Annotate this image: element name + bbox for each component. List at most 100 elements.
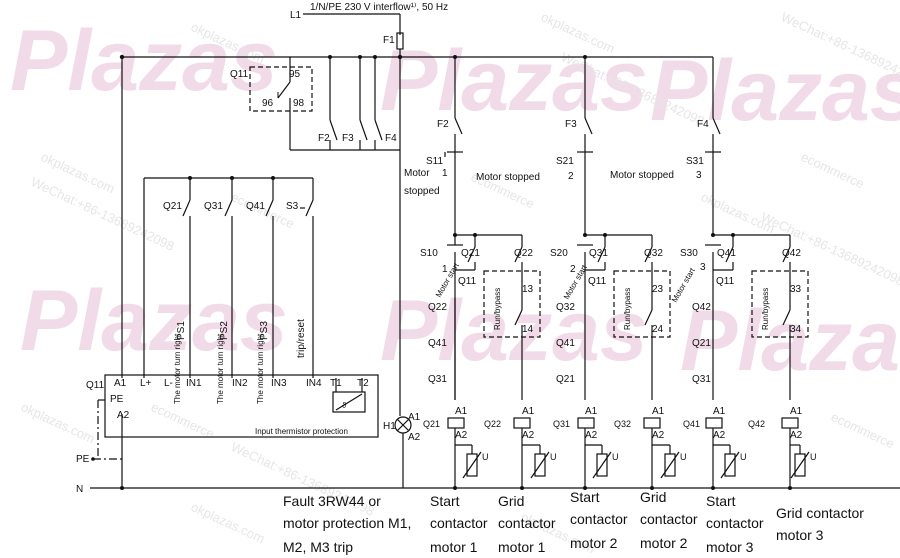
svg-text:Q42: Q42 <box>748 419 765 429</box>
svg-text:motor 3: motor 3 <box>776 527 824 543</box>
watermark-url: okplazas.com <box>189 499 267 546</box>
trip-reset-label: trip/reset <box>296 319 307 358</box>
svg-text:F2: F2 <box>437 119 449 130</box>
watermark-brand: Plazas <box>380 283 648 379</box>
svg-text:Q22: Q22 <box>484 419 501 429</box>
caption-start2: Start <box>570 489 600 505</box>
svg-text:3: 3 <box>696 170 702 181</box>
svg-text:Motor stopped: Motor stopped <box>610 170 674 181</box>
watermark-brand: Plazas <box>380 33 648 129</box>
coil-q41 <box>705 417 723 429</box>
branch-feeds: F2 S11 1 Motor stopped F3 S21 2 Motor st… <box>404 55 721 235</box>
svg-text:contactor: contactor <box>430 515 488 531</box>
svg-text:2: 2 <box>568 171 574 182</box>
svg-text:motor protection M1,: motor protection M1, <box>283 515 411 531</box>
h1-label: H1 <box>383 421 396 432</box>
svg-text:A1: A1 <box>652 406 665 417</box>
watermark-commerce: ecommerce <box>829 409 897 451</box>
svg-text:S10: S10 <box>420 248 438 259</box>
svg-text:A2: A2 <box>652 430 665 441</box>
term-a1: A1 <box>114 378 127 389</box>
svg-text:Run/bypass: Run/bypass <box>761 288 770 330</box>
svg-text:Q31: Q31 <box>553 419 570 429</box>
relay-q11-label: Q11 <box>86 380 105 391</box>
l1-label: L1 <box>290 10 302 21</box>
svg-text:3: 3 <box>700 262 706 273</box>
watermark-brand: Plazas <box>20 273 288 369</box>
svg-text:motor 1: motor 1 <box>430 539 478 555</box>
svg-text:contactor: contactor <box>640 511 698 527</box>
watermark-commerce: ecommerce <box>799 149 867 191</box>
svg-text:Q21: Q21 <box>423 419 440 429</box>
svg-text:A1: A1 <box>585 406 598 417</box>
caption-grid1: Grid <box>498 493 524 509</box>
svg-text:S21: S21 <box>556 156 574 167</box>
svg-text:13: 13 <box>522 284 534 295</box>
svg-text:A1: A1 <box>790 406 803 417</box>
svg-text:S20: S20 <box>550 248 568 259</box>
pe-label: PE <box>76 454 90 465</box>
contact-98: 98 <box>293 98 305 109</box>
svg-text:Q31: Q31 <box>692 374 711 385</box>
svg-text:motor 3: motor 3 <box>706 539 754 555</box>
h1-a2: A2 <box>408 432 421 443</box>
q11-contact-label: Q11 <box>230 69 249 80</box>
watermark-wechat: WeChat:+86-13689242098 <box>759 209 900 289</box>
svg-text:F4: F4 <box>385 133 397 144</box>
coil-q42 <box>781 417 799 429</box>
svg-text:Run/bypass: Run/bypass <box>493 288 502 330</box>
n-label: N <box>76 484 83 495</box>
caption-grid3: Grid contactor <box>776 505 864 521</box>
svg-text:14: 14 <box>522 324 534 335</box>
svg-text:A1: A1 <box>455 406 468 417</box>
svg-text:F3: F3 <box>565 119 577 130</box>
svg-text:Q41: Q41 <box>428 338 447 349</box>
svg-text:U: U <box>482 452 489 462</box>
svg-text:U: U <box>810 452 817 462</box>
svg-text:Q32: Q32 <box>614 419 631 429</box>
term-lminus: L- <box>164 378 173 389</box>
term-lplus: L+ <box>140 378 152 389</box>
ps3-label: PS3 <box>259 321 270 340</box>
svg-text:A2: A2 <box>522 430 535 441</box>
svg-text:S31: S31 <box>686 156 704 167</box>
svg-text:33: 33 <box>790 284 802 295</box>
input-contacts: Q21 Q31 Q41 S3 <box>163 176 314 378</box>
svg-text:A2: A2 <box>585 430 598 441</box>
svg-text:2: 2 <box>570 264 576 275</box>
svg-text:23: 23 <box>652 284 664 295</box>
svg-text:Q22: Q22 <box>514 248 533 259</box>
svg-text:Q21: Q21 <box>163 201 182 212</box>
svg-text:Q41: Q41 <box>556 338 575 349</box>
watermark-brand: Plazas <box>10 13 278 109</box>
theta-symbol: ϑ <box>342 401 347 410</box>
svg-text:A2: A2 <box>713 430 726 441</box>
term-in4: IN4 <box>306 378 322 389</box>
fuse-f1-label: F1 <box>383 35 395 46</box>
supply-spec: 1/N/PE 230 V interflow¹⁾, 50 Hz <box>310 2 448 13</box>
coil-q32 <box>643 417 661 429</box>
svg-text:Q31: Q31 <box>204 201 223 212</box>
svg-text:A1: A1 <box>713 406 726 417</box>
svg-text:Q11: Q11 <box>588 276 607 287</box>
caption-fault: Fault 3RW44 or <box>283 493 381 509</box>
svg-text:Q11: Q11 <box>716 276 735 287</box>
svg-text:F3: F3 <box>342 133 354 144</box>
coil-q22 <box>513 417 531 429</box>
svg-text:S30: S30 <box>680 248 698 259</box>
svg-text:Q21: Q21 <box>692 338 711 349</box>
svg-text:Q22: Q22 <box>428 302 447 313</box>
aux-contacts-f2-f4: F2 F3 F4 <box>318 55 397 150</box>
turn-right-label-2: The motor turn right <box>216 333 225 404</box>
ps2-label: PS2 <box>219 321 230 340</box>
svg-text:1: 1 <box>442 168 448 179</box>
watermark-brand: Plazas <box>650 43 900 139</box>
thermistor-icon <box>332 391 366 413</box>
relay-q11-module <box>104 374 379 438</box>
svg-text:contactor: contactor <box>570 511 628 527</box>
svg-text:S3: S3 <box>286 201 299 212</box>
turn-right-label-3: The motor turn right <box>256 333 265 404</box>
svg-text:Q21: Q21 <box>556 374 575 385</box>
svg-text:U: U <box>680 452 687 462</box>
svg-text:24: 24 <box>652 324 664 335</box>
